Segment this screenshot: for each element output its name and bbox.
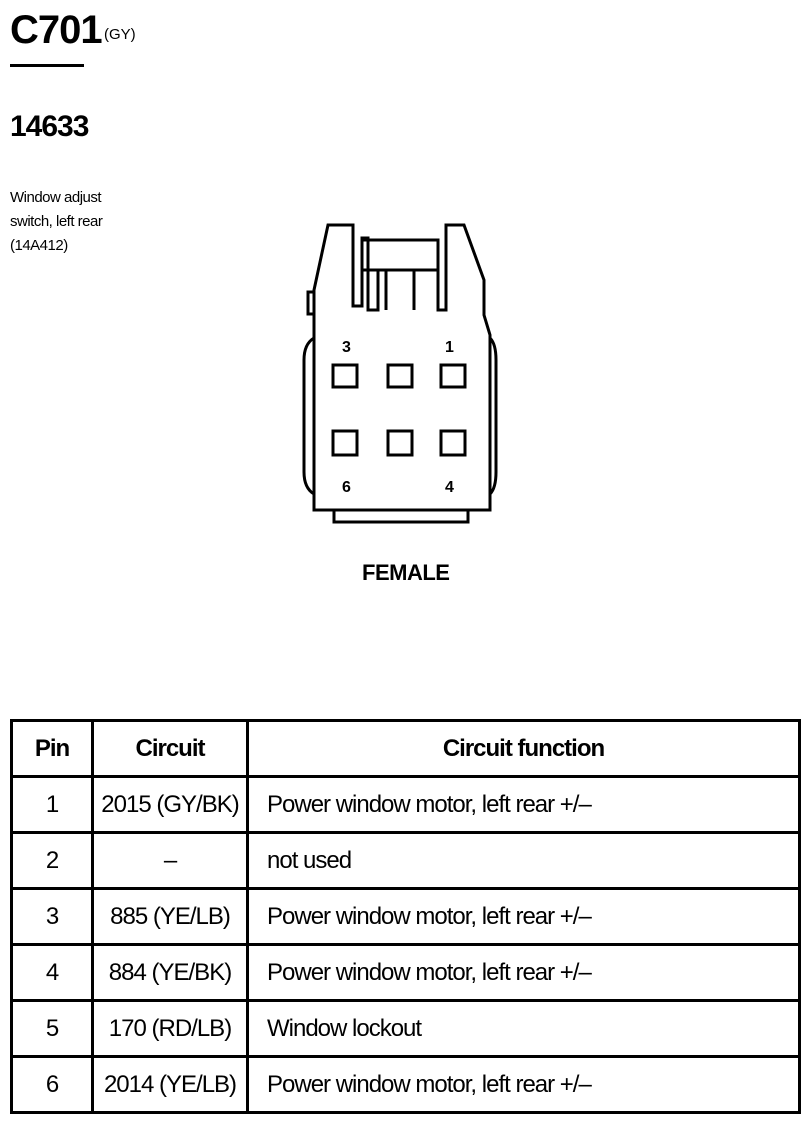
pin-cell: 2 xyxy=(10,831,94,890)
header-pin: Pin xyxy=(10,719,94,778)
right-side-guide xyxy=(488,336,498,496)
connector-gender-label: FEMALE xyxy=(362,560,450,585)
table-row: 6 2014 (YE/LB) Power window motor, left … xyxy=(10,1055,801,1114)
pin-label-4: 4 xyxy=(445,479,454,496)
description-line-1: Window adjust xyxy=(10,189,102,206)
description-line-2: switch, left rear xyxy=(10,213,103,230)
circuit-cell: 170 (RD/LB) xyxy=(91,999,249,1058)
function-cell: Power window motor, left rear +/– xyxy=(246,943,801,1002)
table-row: 5 170 (RD/LB) Window lockout xyxy=(10,999,801,1058)
circuit-cell: 2014 (YE/LB) xyxy=(91,1055,249,1114)
table-row: 1 2015 (GY/BK) Power window motor, left … xyxy=(10,775,801,834)
pin-label-3: 3 xyxy=(342,339,351,356)
table-row: 4 884 (YE/BK) Power window motor, left r… xyxy=(10,943,801,1002)
title-underline xyxy=(10,64,84,67)
bottom-rail xyxy=(332,510,470,524)
pin-label-6: 6 xyxy=(342,479,351,496)
description-line-3: (14A412) xyxy=(10,237,68,254)
function-cell: not used xyxy=(246,831,801,890)
part-number: 14633 xyxy=(10,110,89,143)
connector-color: (GY) xyxy=(104,26,136,43)
function-cell: Power window motor, left rear +/– xyxy=(246,775,801,834)
table-row: 2 – not used xyxy=(10,831,801,890)
circuit-cell: 885 (YE/LB) xyxy=(91,887,249,946)
latch-stem xyxy=(384,270,416,310)
function-cell: Power window motor, left rear +/– xyxy=(246,1055,801,1114)
pin-cell: 5 xyxy=(10,999,94,1058)
left-notch xyxy=(306,290,314,316)
circuit-cell: 2015 (GY/BK) xyxy=(91,775,249,834)
header-circuit: Circuit xyxy=(91,719,249,778)
component-description: Window adjust switch, left rear (14A412) xyxy=(10,186,170,258)
pin-cavity-2 xyxy=(386,363,414,389)
latch-tab xyxy=(360,238,440,272)
circuit-cell: 884 (YE/BK) xyxy=(91,943,249,1002)
pin-cell: 1 xyxy=(10,775,94,834)
pin-cavity-4 xyxy=(439,429,467,457)
table-header-row: Pin Circuit Circuit function xyxy=(10,719,801,778)
connector-id: C701 xyxy=(10,8,103,52)
header-circuit-function: Circuit function xyxy=(246,719,801,778)
function-cell: Power window motor, left rear +/– xyxy=(246,887,801,946)
left-side-guide xyxy=(302,336,315,496)
pin-cavity-1 xyxy=(439,363,467,389)
pin-cavity-3 xyxy=(331,363,359,389)
pin-cavity-6 xyxy=(331,429,359,457)
pin-cavity-5 xyxy=(386,429,414,457)
pin-table: Pin Circuit Circuit function 1 2015 (GY/… xyxy=(10,719,801,1114)
circuit-cell: – xyxy=(91,831,249,890)
table-row: 3 885 (YE/LB) Power window motor, left r… xyxy=(10,887,801,946)
pin-cell: 6 xyxy=(10,1055,94,1114)
function-cell: Window lockout xyxy=(246,999,801,1058)
connector-face-diagram: 3 1 6 4 xyxy=(302,223,498,524)
pin-cell: 3 xyxy=(10,887,94,946)
pin-label-1: 1 xyxy=(445,339,454,356)
pin-cell: 4 xyxy=(10,943,94,1002)
